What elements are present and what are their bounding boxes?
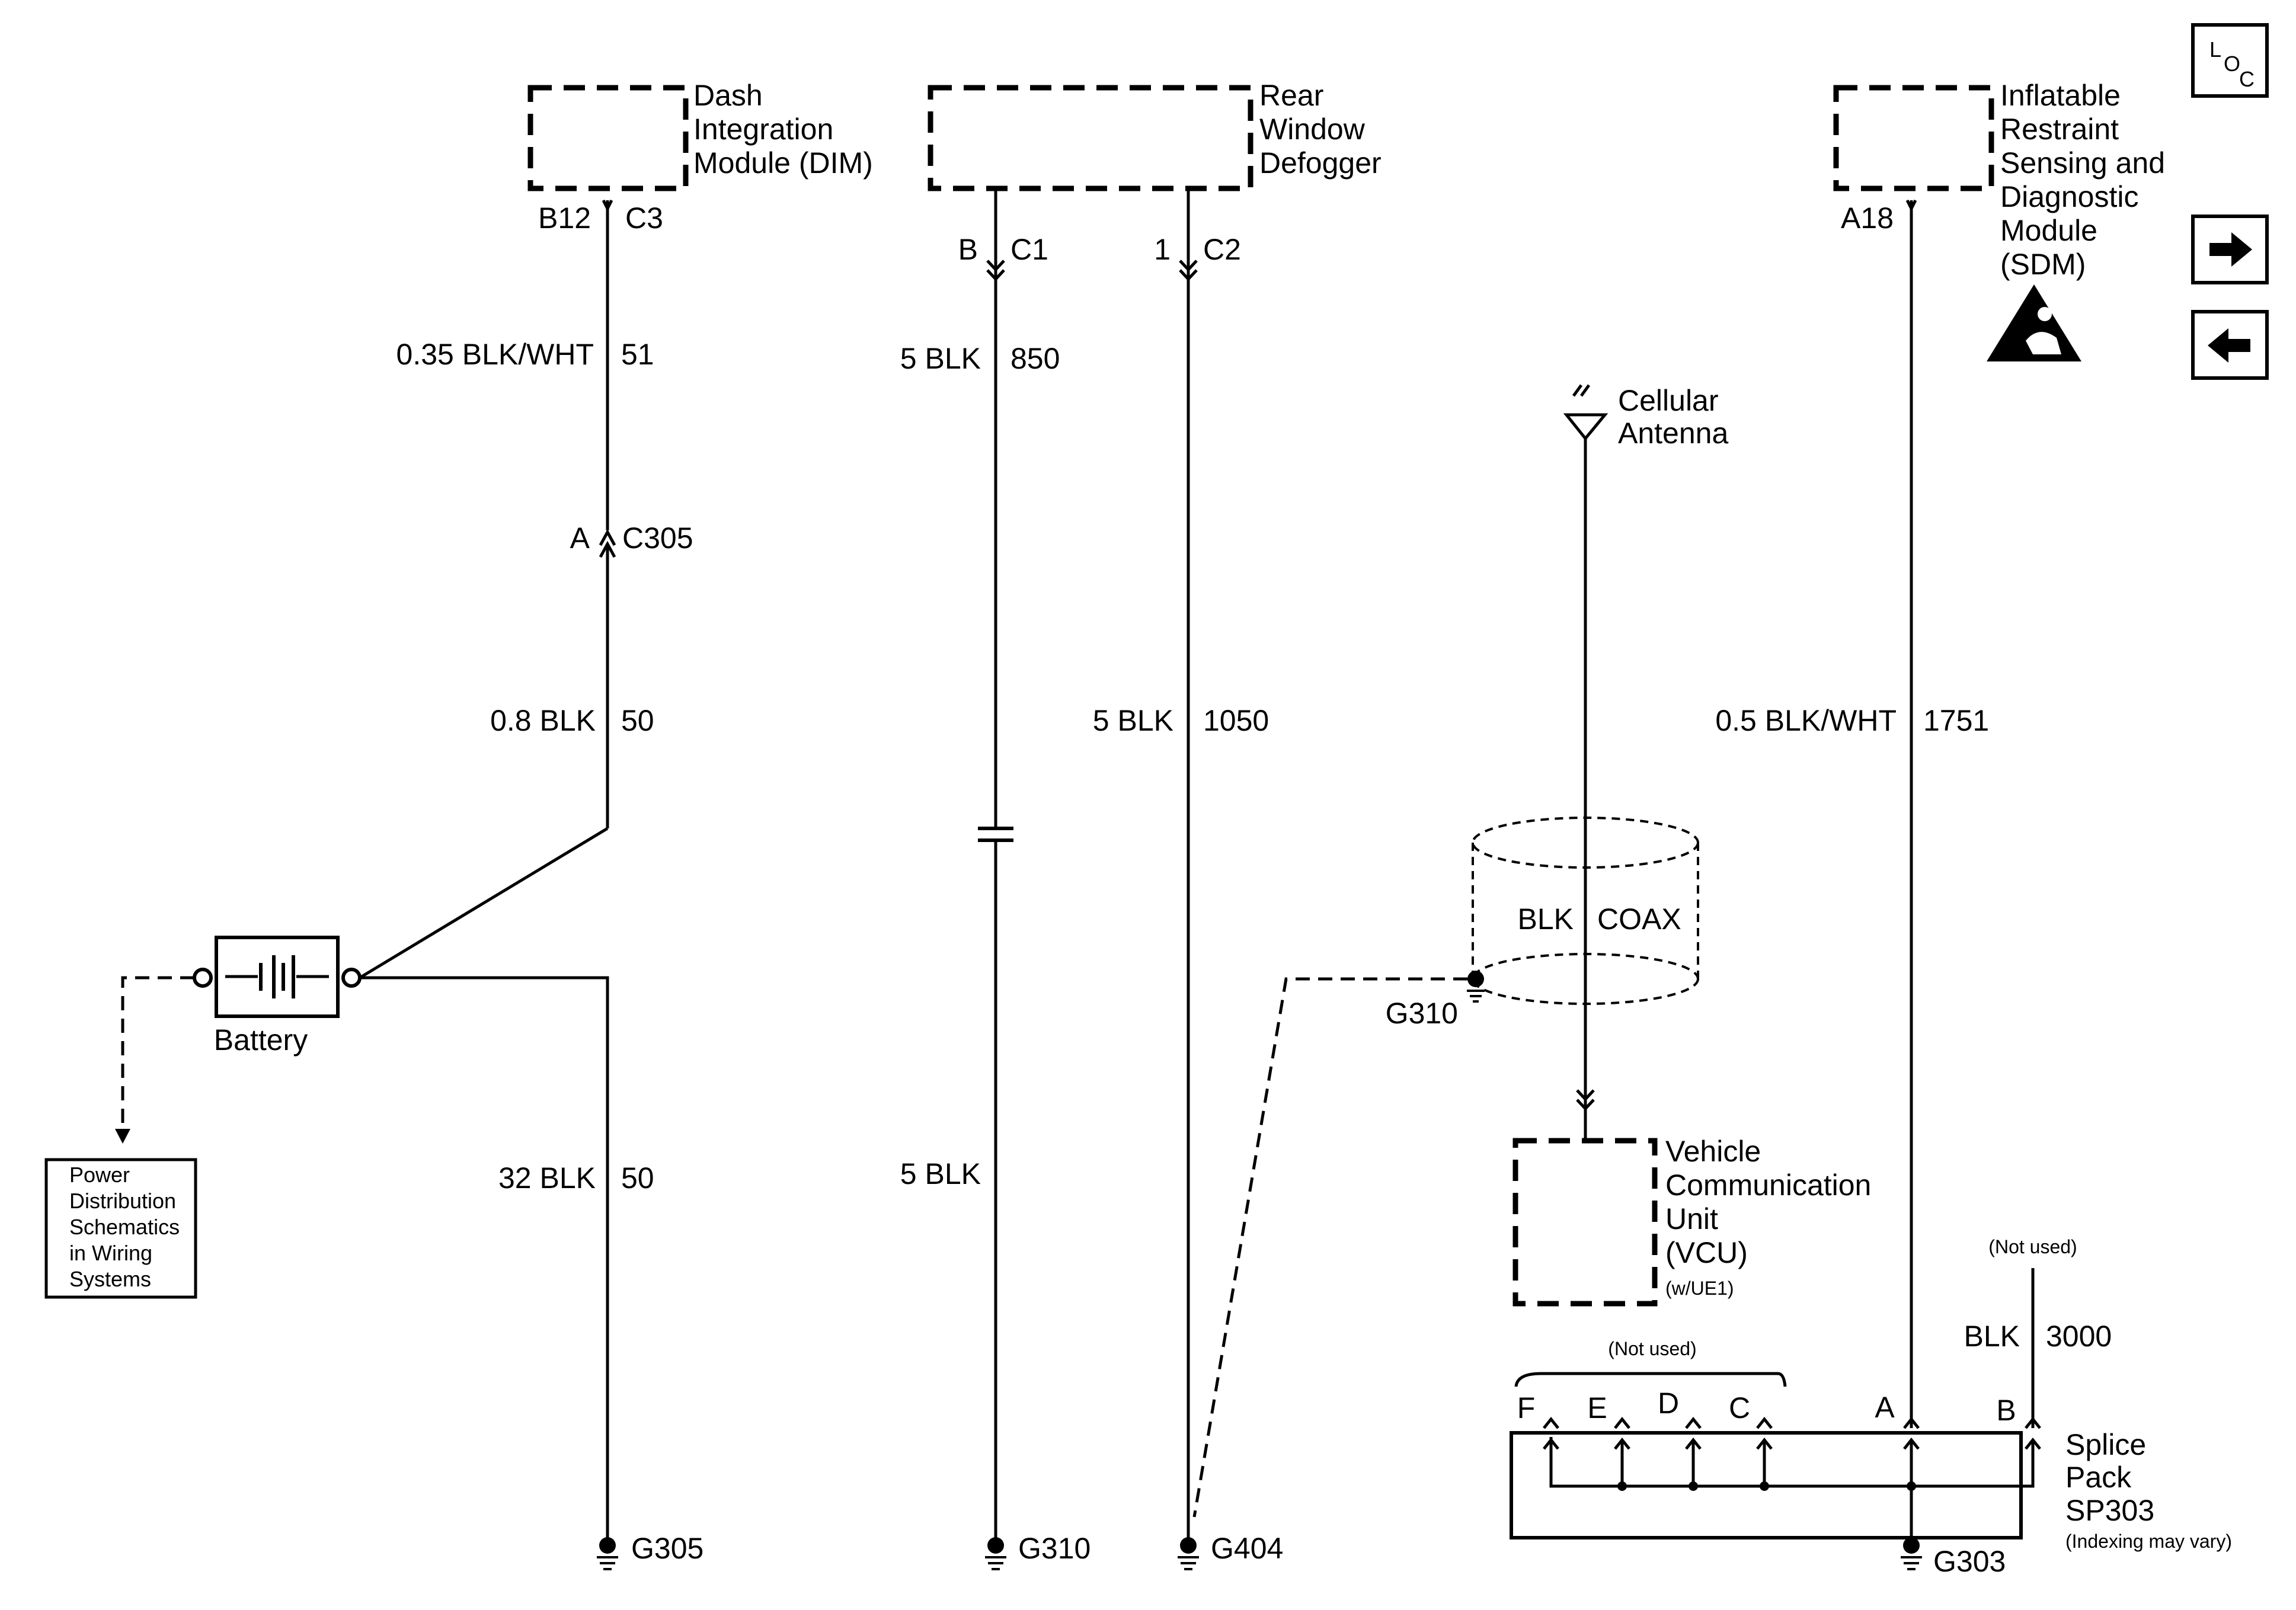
sdm-label-4: Diagnostic xyxy=(2000,180,2138,213)
splice-pin-b: B xyxy=(1996,1394,2016,1427)
dim-module: Dash Integration Module (DIM) xyxy=(527,79,873,191)
splice-label-1: Splice xyxy=(2065,1428,2146,1461)
prev-page-button[interactable] xyxy=(2191,310,2269,380)
loc-c: C xyxy=(2239,67,2255,91)
defog-pin-1: 1 xyxy=(1154,233,1171,266)
airbag-warning-icon xyxy=(1987,284,2081,361)
splice-pin-arrows xyxy=(1543,1416,2041,1450)
defog-pin-b: B xyxy=(958,233,978,266)
battery-ground-gauge: 32 BLK xyxy=(498,1161,596,1195)
dim-label-1: Dash xyxy=(693,79,763,112)
sdm-pin: A18 xyxy=(1841,201,1894,235)
battery-symbol xyxy=(215,936,340,1018)
vcu-note: (w/UE1) xyxy=(1665,1278,1734,1299)
antenna-label-2: Antenna xyxy=(1618,417,1728,450)
sdm-wire-gauge: 0.5 BLK/WHT xyxy=(1715,704,1897,737)
defog-label-3: Defogger xyxy=(1259,146,1382,180)
arrow-left-icon xyxy=(2208,328,2250,363)
g305-label: G305 xyxy=(631,1532,703,1565)
vcu-label-2: Communication xyxy=(1665,1169,1871,1202)
g310-label: G310 xyxy=(1018,1532,1091,1565)
defog-c1-bottom-gauge: 5 BLK xyxy=(900,1157,981,1190)
defog-connector-c1: C1 xyxy=(1011,233,1048,266)
splice-b-color: BLK xyxy=(1964,1320,2020,1353)
antenna-label-1: Cellular xyxy=(1618,384,1719,417)
power-dist-line-2: Distribution xyxy=(69,1189,176,1213)
dim-connector: C3 xyxy=(625,201,663,235)
wire-08-blk-gauge: 0.8 BLK xyxy=(490,704,596,737)
sdm-module: Inflatable Restraint Sensing and Diagnos… xyxy=(1833,79,2165,281)
g303-ground-symbol xyxy=(1901,1537,1922,1570)
rear-window-defogger: Rear Window Defogger xyxy=(928,79,1382,191)
power-dist-line-4: in Wiring xyxy=(69,1241,152,1265)
c305-pin: A xyxy=(570,521,590,555)
power-dist-line-5: Systems xyxy=(69,1267,151,1291)
arrow-right-icon xyxy=(2209,232,2252,267)
power-distribution-link[interactable]: Power Distribution Schematics in Wiring … xyxy=(44,1158,197,1299)
wire-08-blk-circuit: 50 xyxy=(621,704,654,737)
dim-label-2: Integration xyxy=(693,113,833,146)
defog-c2-circuit: 1050 xyxy=(1203,704,1269,737)
defog-label-1: Rear xyxy=(1259,79,1323,112)
g404-ground-symbol xyxy=(1178,1537,1199,1570)
coax-shield xyxy=(1472,817,1699,1005)
vcu-label-4: (VCU) xyxy=(1665,1236,1748,1269)
splice-label-2: Pack xyxy=(2065,1461,2132,1494)
sdm-wire-circuit: 1751 xyxy=(1923,704,1989,737)
coax-color: BLK xyxy=(1517,902,1574,936)
splice-pin-c: C xyxy=(1729,1391,1750,1425)
coax-type: COAX xyxy=(1597,902,1681,936)
power-dist-line-1: Power xyxy=(69,1163,130,1187)
defog-label-2: Window xyxy=(1259,113,1366,146)
battery-label: Battery xyxy=(214,1023,308,1057)
cellular-antenna-icon xyxy=(1563,384,1609,441)
not-used-b-label: (Not used) xyxy=(1988,1236,2077,1257)
battery-ground-circuit: 50 xyxy=(621,1161,654,1195)
g305-ground-symbol xyxy=(597,1537,618,1570)
splice-pin-f: F xyxy=(1517,1391,1536,1425)
sdm-label-3: Sensing and xyxy=(2000,146,2165,180)
splice-pin-a: A xyxy=(1875,1391,1895,1424)
sdm-label-1: Inflatable xyxy=(2000,79,2121,112)
sdm-label-2: Restraint xyxy=(2000,113,2119,146)
loc-button[interactable]: L O C xyxy=(2191,23,2269,98)
defog-c1-circuit: 850 xyxy=(1011,342,1060,375)
vcu-module: Vehicle Communication Unit (VCU) (w/UE1) xyxy=(1512,1135,1871,1307)
dim-wire-gauge: 0.35 BLK/WHT xyxy=(396,338,594,371)
g310-ground-symbol xyxy=(985,1537,1006,1570)
g303-label: G303 xyxy=(1933,1545,2006,1578)
sdm-label-6: (SDM) xyxy=(2000,248,2086,281)
g310-shield-label: G310 xyxy=(1386,997,1458,1030)
vcu-label-1: Vehicle xyxy=(1665,1135,1761,1168)
splice-note: (Indexing may vary) xyxy=(2065,1531,2232,1552)
defog-c1-gauge: 5 BLK xyxy=(900,342,981,375)
splice-pin-d: D xyxy=(1658,1387,1679,1420)
dim-label-3: Module (DIM) xyxy=(693,146,873,180)
loc-l: L xyxy=(2209,37,2221,62)
c305-label: C305 xyxy=(622,521,693,555)
not-used-group-label: (Not used) xyxy=(1608,1338,1696,1359)
defog-connector-c2: C2 xyxy=(1203,233,1241,266)
sdm-label-5: Module xyxy=(2000,214,2097,247)
vcu-label-3: Unit xyxy=(1665,1202,1718,1235)
loc-o: O xyxy=(2224,52,2240,76)
dim-pin: B12 xyxy=(538,201,591,235)
dim-wire-circuit: 51 xyxy=(621,338,654,371)
next-page-button[interactable] xyxy=(2191,215,2269,284)
splice-b-circuit: 3000 xyxy=(2046,1320,2112,1353)
g404-label: G404 xyxy=(1211,1532,1283,1565)
splice-pin-e: E xyxy=(1587,1391,1607,1425)
power-dist-line-3: Schematics xyxy=(69,1215,180,1239)
splice-label-3: SP303 xyxy=(2065,1494,2154,1527)
defog-c2-gauge: 5 BLK xyxy=(1093,704,1173,737)
